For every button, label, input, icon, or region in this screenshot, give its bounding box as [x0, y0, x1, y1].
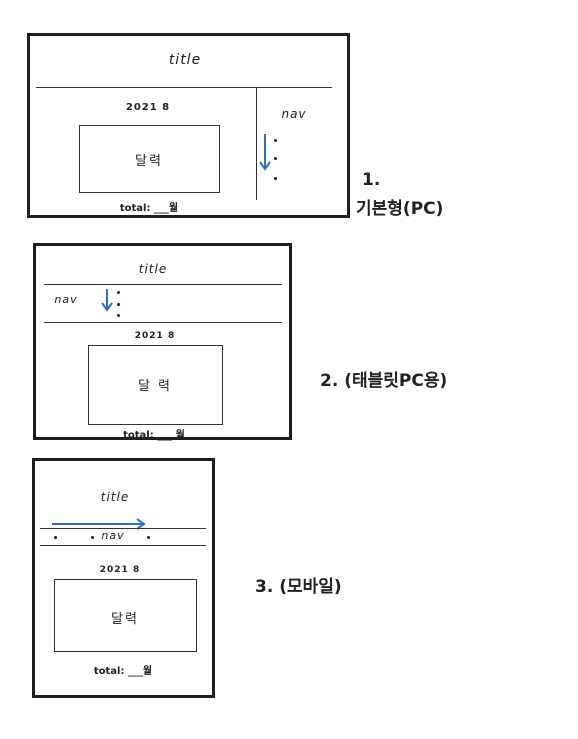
- mobile-arrow-head: [136, 518, 146, 530]
- mobile-calendar-box: [54, 579, 197, 652]
- pc-nav-dot: [274, 139, 277, 142]
- pc-nav-label: nav: [281, 107, 307, 121]
- pc-title: title: [168, 52, 202, 68]
- pc-layout-name: 기본형(PC): [356, 199, 444, 219]
- tablet-nav-down-arrow-icon: [101, 289, 113, 312]
- pc-date: 2021 8: [125, 102, 171, 113]
- mobile-nav-dot: [147, 536, 150, 539]
- tablet-nav-label: nav: [54, 293, 78, 306]
- tablet-header-divider: [44, 284, 282, 285]
- mobile-nav-right-arrow-icon: [52, 518, 146, 530]
- pc-calendar-label: 달력: [135, 154, 163, 169]
- tablet-calendar-box: [88, 345, 223, 425]
- mobile-layout-frame: [32, 458, 215, 698]
- pc-arrow-head: [259, 161, 271, 171]
- tablet-calendar-label: 달 력: [137, 379, 173, 394]
- pc-nav-divider: [256, 88, 257, 200]
- mobile-date: 2021 8: [99, 565, 141, 575]
- tablet-nav-dot: [117, 291, 120, 294]
- mobile-calendar-label: 달력: [111, 612, 139, 627]
- tablet-arrow-head: [101, 302, 113, 312]
- mobile-nav-dot: [91, 536, 94, 539]
- mobile-title: title: [100, 490, 130, 504]
- tablet-layout-label: 2. (태블릿PC용): [320, 371, 448, 391]
- mobile-nav-divider: [40, 545, 206, 546]
- tablet-date: 2021 8: [134, 331, 176, 341]
- mobile-nav-label: nav: [101, 529, 125, 542]
- pc-calendar-box: [79, 125, 220, 193]
- pc-layout-number: 1.: [362, 170, 381, 190]
- mobile-layout-label: 3. (모바일): [255, 577, 342, 597]
- pc-nav-dot: [274, 177, 277, 180]
- tablet-nav-divider: [44, 322, 282, 323]
- tablet-layout-frame: [33, 243, 292, 440]
- tablet-total: total: ___ 월: [123, 430, 185, 441]
- pc-nav-down-arrow-icon: [259, 134, 271, 171]
- tablet-nav-dot: [117, 314, 120, 317]
- tablet-nav-dot: [117, 303, 120, 306]
- mobile-total: total: ___월: [93, 666, 153, 677]
- mobile-header-divider: [40, 528, 206, 529]
- tablet-title: title: [138, 262, 168, 276]
- pc-nav-dot: [274, 157, 277, 160]
- pc-total: total: ___월: [119, 203, 179, 214]
- pc-header-divider: [36, 87, 332, 88]
- mobile-nav-dot: [54, 536, 57, 539]
